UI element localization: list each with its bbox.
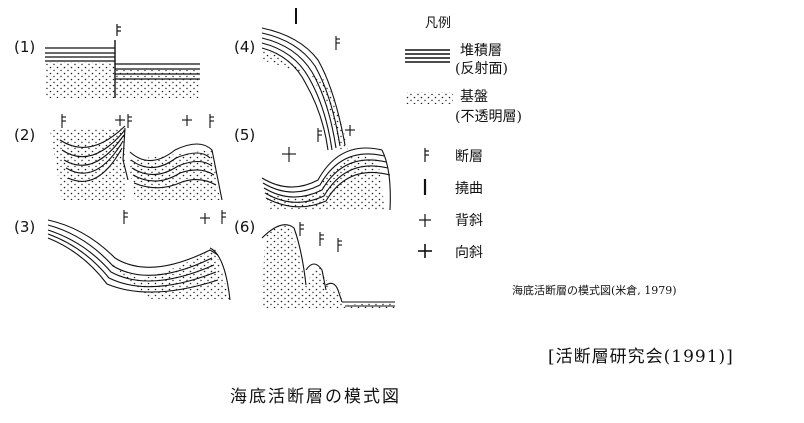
reflector-lines-icon xyxy=(405,49,450,63)
panel-2-diagram xyxy=(50,114,223,201)
legend-item-syncline: 向斜 xyxy=(455,245,483,261)
legend-item-reflector-line2: (反射面) xyxy=(455,61,508,77)
panel-label-6: (6) xyxy=(234,218,256,236)
figure-citation: 海底活断層の模式図(米倉, 1979) xyxy=(512,284,677,297)
basement-dots-icon xyxy=(405,92,453,104)
anticline-icon xyxy=(419,214,431,227)
panel-label-2: (2) xyxy=(14,126,36,144)
panel-4-diagram xyxy=(261,8,348,151)
fault-icon xyxy=(424,148,429,162)
panel-1-diagram xyxy=(45,24,200,98)
legend-item-basement-line1: 基盤 xyxy=(460,89,488,105)
legend-item-reflector-line1: 堆積層 xyxy=(460,43,502,59)
panel-label-3: (3) xyxy=(14,218,36,236)
legend-symbols xyxy=(405,49,453,258)
panel-3-diagram xyxy=(47,210,231,301)
panel-5-diagram xyxy=(261,125,391,211)
legend-item-flexure: 撓曲 xyxy=(455,181,483,197)
fault-symbol xyxy=(116,24,121,36)
legend-item-basement-line2: (不透明層) xyxy=(455,109,522,125)
source-attribution: [活断層研究会(1991)] xyxy=(548,347,734,367)
panel-label-5: (5) xyxy=(234,126,256,144)
syncline-icon xyxy=(418,244,432,258)
legend-title: 凡例 xyxy=(425,16,452,31)
figure-caption: 海底活断層の模式図 xyxy=(230,387,401,407)
legend-item-anticline: 背斜 xyxy=(455,213,483,229)
panel-label-4: (4) xyxy=(234,38,256,56)
panel-6-diagram xyxy=(261,222,395,308)
panel-label-1: (1) xyxy=(14,38,36,56)
legend-item-fault: 断層 xyxy=(455,149,483,165)
